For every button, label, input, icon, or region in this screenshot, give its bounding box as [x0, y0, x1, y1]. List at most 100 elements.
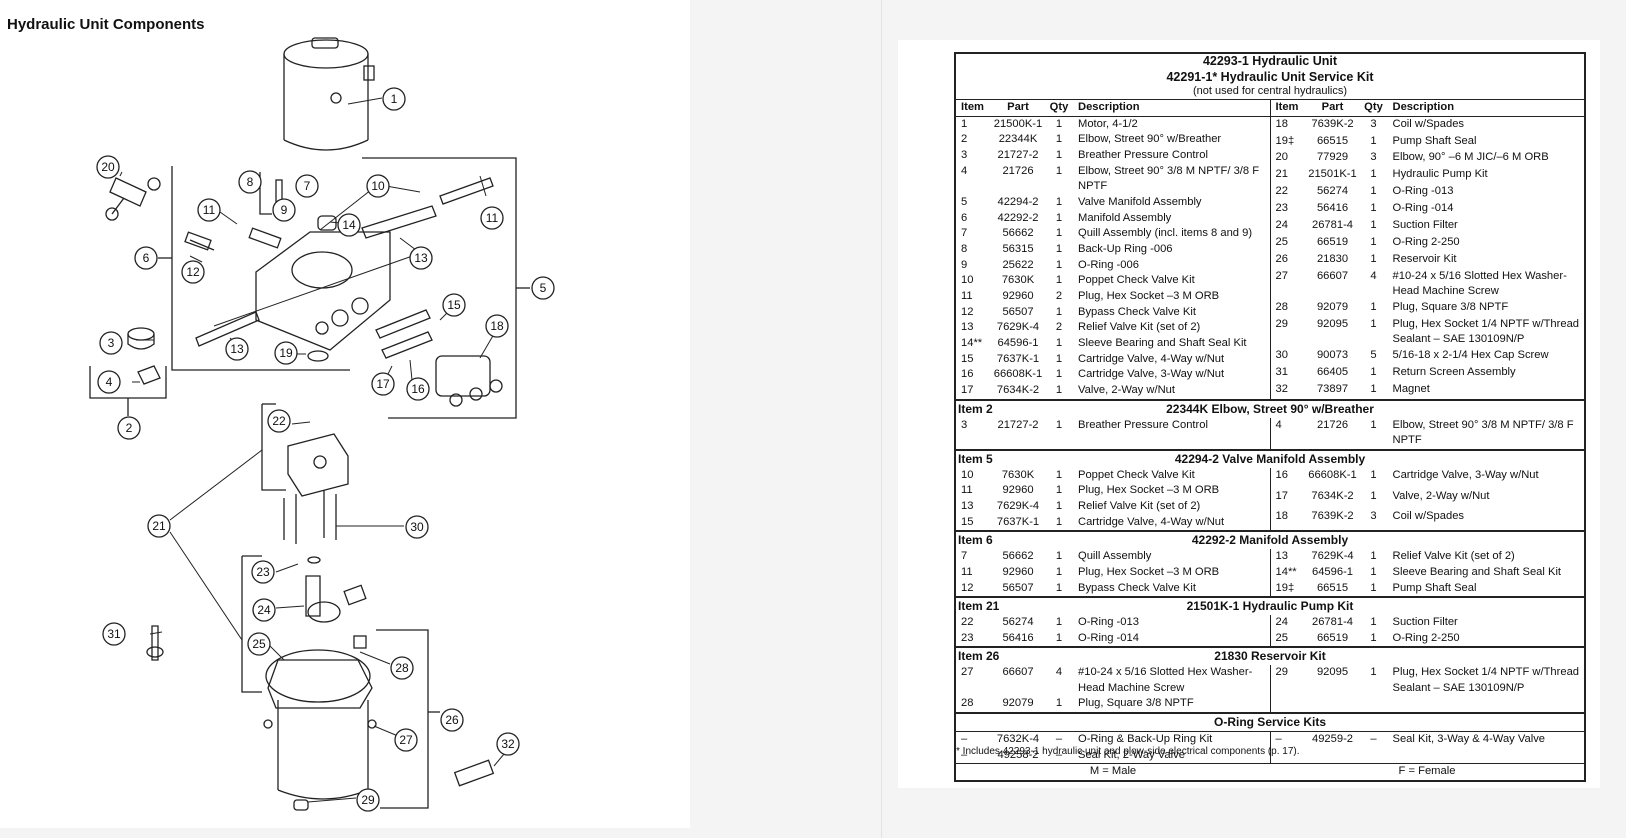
legend-row: M = Male F = Female [956, 763, 1584, 780]
section-header-oring-kits: O-Ring Service Kits [956, 712, 1584, 731]
callout-25: 25 [252, 637, 266, 651]
callout-15: 15 [447, 298, 461, 312]
legend-male: M = Male [1089, 765, 1137, 778]
callout-circles [96, 87, 555, 812]
callout-12: 12 [186, 265, 200, 279]
callout-1: 1 [391, 92, 398, 106]
callout-31: 31 [107, 627, 121, 641]
callout-8: 8 [247, 175, 254, 189]
callout-19: 19 [279, 346, 293, 360]
callout-7: 7 [304, 179, 311, 193]
callout-14: 14 [342, 218, 356, 232]
manifold-block-drawing [255, 215, 391, 351]
table-row: –7632K-4–O-Ring & Back-Up Ring Kit [961, 732, 1213, 745]
callout-28: 28 [395, 661, 409, 675]
callout-22: 22 [272, 414, 286, 428]
table-column: –7632K-4–O-Ring & Back-Up Ring Kit–49258… [956, 732, 1270, 763]
elbows-drawing [105, 177, 161, 385]
callout-11b: 11 [486, 211, 499, 225]
callout-26: 26 [445, 713, 459, 727]
pump-drawing [283, 433, 367, 623]
callout-5: 5 [540, 281, 547, 295]
callout-27: 27 [399, 733, 413, 747]
callout-13a: 13 [414, 251, 428, 265]
footnote: * Includes 42293-1 hydraulic unit and pl… [956, 746, 1300, 757]
callout-17: 17 [376, 377, 390, 391]
callout-23: 23 [256, 565, 270, 579]
parts-list-page: 42293-1 Hydraulic Unit 42291-1* Hydrauli… [898, 40, 1600, 788]
callout-2: 2 [126, 421, 133, 435]
callout-29: 29 [361, 793, 375, 807]
diagram-page: Hydraulic Unit Components [0, 0, 690, 828]
legend-female: F = Female [1398, 765, 1456, 778]
callout-6: 6 [143, 251, 150, 265]
table-title: 42293-1 Hydraulic Unit 42291-1* Hydrauli… [1166, 54, 1374, 98]
group-brackets [89, 157, 530, 809]
callout-13b: 13 [230, 342, 244, 356]
page-title: Hydraulic Unit Components [7, 16, 205, 33]
leader-lines [119, 97, 505, 803]
motor-drawing [283, 37, 375, 151]
callout-16: 16 [411, 382, 425, 396]
valve-parts-drawing [184, 177, 503, 407]
callout-30: 30 [410, 520, 424, 534]
callout-18: 18 [490, 319, 504, 333]
callout-4: 4 [106, 375, 113, 389]
callout-21: 21 [152, 519, 166, 533]
callout-3: 3 [108, 336, 115, 350]
table-row: –49259-2–Seal Kit, 3-Way & 4-Way Valve [1275, 732, 1546, 745]
